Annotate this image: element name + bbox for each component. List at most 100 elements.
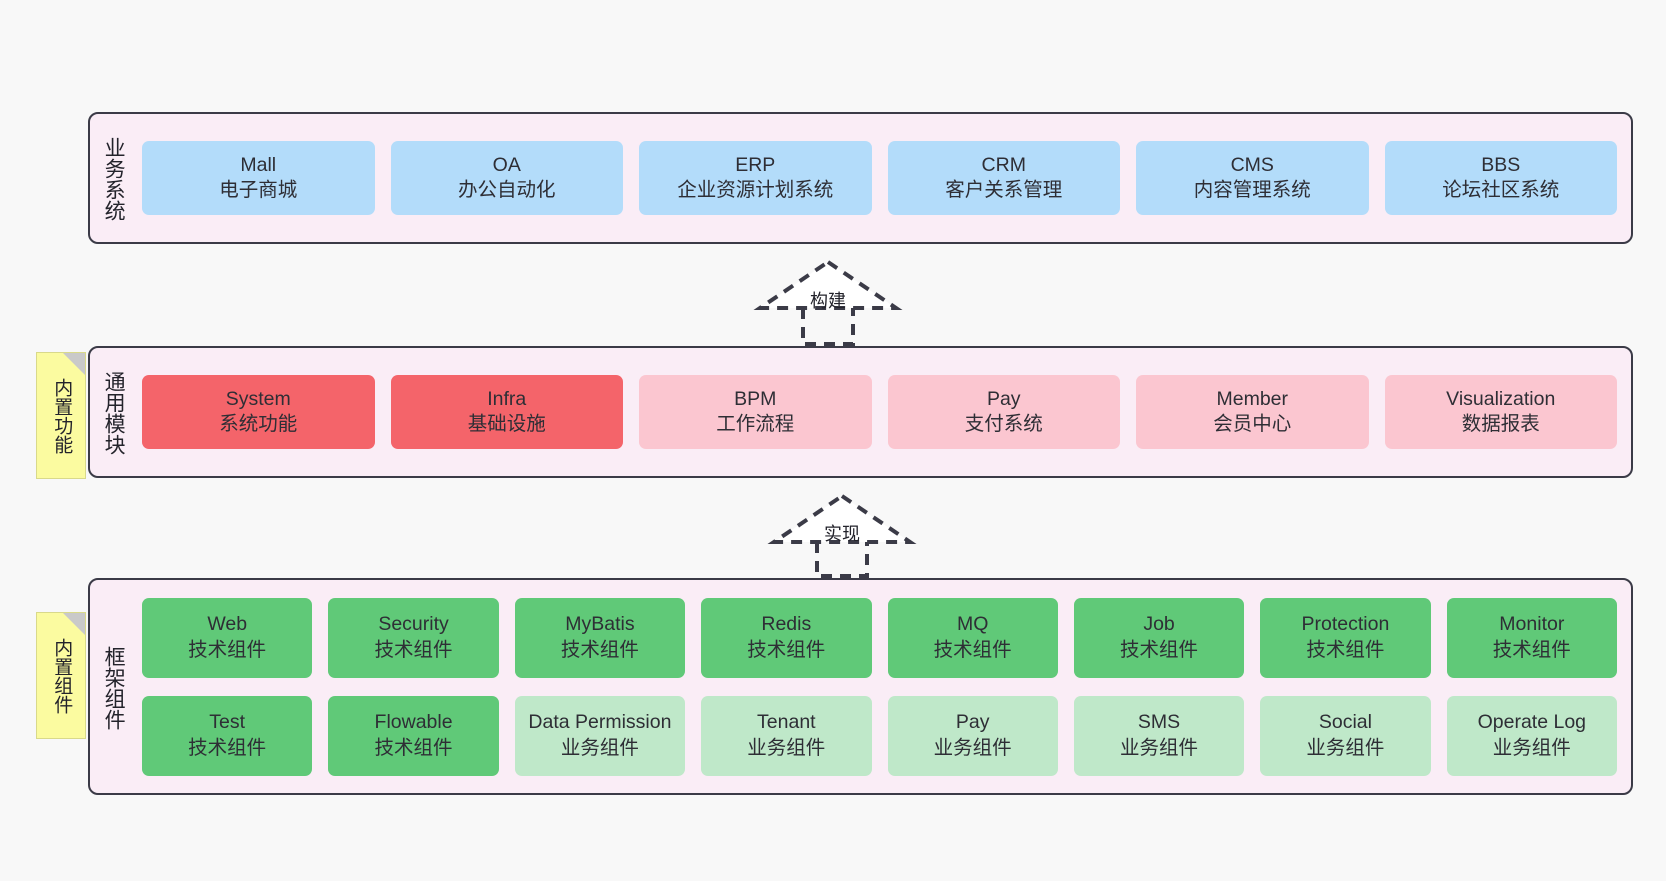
module-card[interactable]: BPM 工作流程	[639, 375, 872, 449]
module-card-subtitle: 工作流程	[716, 413, 795, 435]
module-card-subtitle: 技术组件	[188, 638, 267, 661]
module-card-name: Operate Log	[1477, 711, 1587, 734]
module-card-subtitle: 业务组件	[1492, 736, 1571, 759]
module-card-subtitle: 数据报表	[1461, 413, 1540, 435]
module-card[interactable]: Visualization 数据报表	[1384, 375, 1617, 449]
module-card-name: Security	[378, 613, 449, 636]
module-card-subtitle: 客户关系管理	[945, 179, 1063, 201]
module-card-name: Data Permission	[528, 711, 672, 734]
connector-realize-arrow	[767, 492, 917, 578]
module-card-subtitle: 技术组件	[1492, 638, 1571, 661]
module-card-subtitle: 技术组件	[933, 638, 1012, 661]
module-card-subtitle: 办公自动化	[457, 179, 556, 201]
module-card-name: Redis	[761, 613, 812, 636]
module-card-name: CRM	[981, 153, 1026, 176]
module-card-name: OA	[492, 153, 521, 176]
module-card-name: MQ	[956, 613, 989, 636]
module-card-subtitle: 电子商城	[219, 179, 298, 201]
module-card-name: BBS	[1481, 153, 1521, 176]
sticky-note-common-modules: 内置功能	[36, 352, 86, 479]
module-card-subtitle: 内容管理系统	[1193, 179, 1311, 201]
module-card-subtitle: 技术组件	[188, 736, 267, 759]
arrow-stem	[801, 308, 855, 346]
module-card-subtitle: 技术组件	[560, 638, 639, 661]
sticky-note-label: 内置组件	[51, 637, 73, 714]
module-card-name: CMS	[1230, 153, 1274, 176]
module-card[interactable]: BBS 论坛社区系统	[1384, 141, 1617, 215]
module-card-name: Test	[209, 711, 246, 734]
module-card-name: Web	[207, 613, 248, 636]
module-card-name: Job	[1143, 613, 1175, 636]
module-card-subtitle: 技术组件	[1120, 638, 1199, 661]
note-fold-corner-icon	[63, 613, 85, 635]
module-card-name: Member	[1216, 387, 1289, 410]
sticky-note-framework-components: 内置组件	[36, 612, 86, 739]
module-card-subtitle: 会员中心	[1213, 413, 1292, 435]
module-card-subtitle: 系统功能	[219, 413, 298, 435]
module-card[interactable]: ERP 企业资源计划系统	[639, 141, 872, 215]
module-card-name: BPM	[734, 387, 777, 410]
module-card-name: MyBatis	[565, 613, 635, 636]
module-card[interactable]: CRM 客户关系管理	[887, 141, 1120, 215]
module-card-name: Flowable	[374, 711, 453, 734]
module-card-name: System	[225, 387, 291, 410]
module-card-name: Social	[1318, 711, 1372, 734]
module-card-name: Visualization	[1446, 387, 1556, 410]
layer-title-business-systems: 业务系统	[102, 137, 126, 221]
module-card-subtitle: 技术组件	[374, 736, 453, 759]
sticky-note-label: 内置功能	[51, 377, 73, 454]
module-card-name: Pay	[986, 387, 1021, 410]
arrow-head-triangle	[767, 493, 917, 544]
module-card-subtitle: 业务组件	[1306, 736, 1385, 759]
module-card-name: ERP	[735, 153, 776, 176]
module-card[interactable]: Member 会员中心	[1136, 375, 1369, 449]
layer-title-framework-components: 框架组件	[102, 645, 126, 730]
module-card-name: Pay	[955, 711, 990, 734]
module-card-name: SMS	[1137, 711, 1181, 734]
module-card-subtitle: 论坛社区系统	[1442, 179, 1560, 201]
module-card[interactable]: CMS 内容管理系统	[1136, 141, 1369, 215]
module-card[interactable]: OA 办公自动化	[390, 141, 623, 215]
module-card-subtitle: 企业资源计划系统	[677, 179, 834, 201]
arrow-head-triangle	[753, 259, 903, 310]
module-card-subtitle: 业务组件	[933, 736, 1012, 759]
module-card-subtitle: 业务组件	[1120, 736, 1199, 759]
connector-label-build-arrow: 构建	[810, 291, 846, 311]
module-card-name: Protection	[1301, 613, 1390, 636]
module-card-name: Infra	[487, 387, 527, 410]
module-card[interactable]: Infra 基础设施	[390, 375, 623, 449]
layer-title-common-modules: 通用模块	[102, 371, 126, 455]
module-card-subtitle: 技术组件	[374, 638, 453, 661]
connector-build-arrow	[753, 258, 903, 346]
module-card[interactable]: System 系统功能	[142, 375, 375, 449]
module-card-subtitle: 基础设施	[467, 413, 546, 435]
